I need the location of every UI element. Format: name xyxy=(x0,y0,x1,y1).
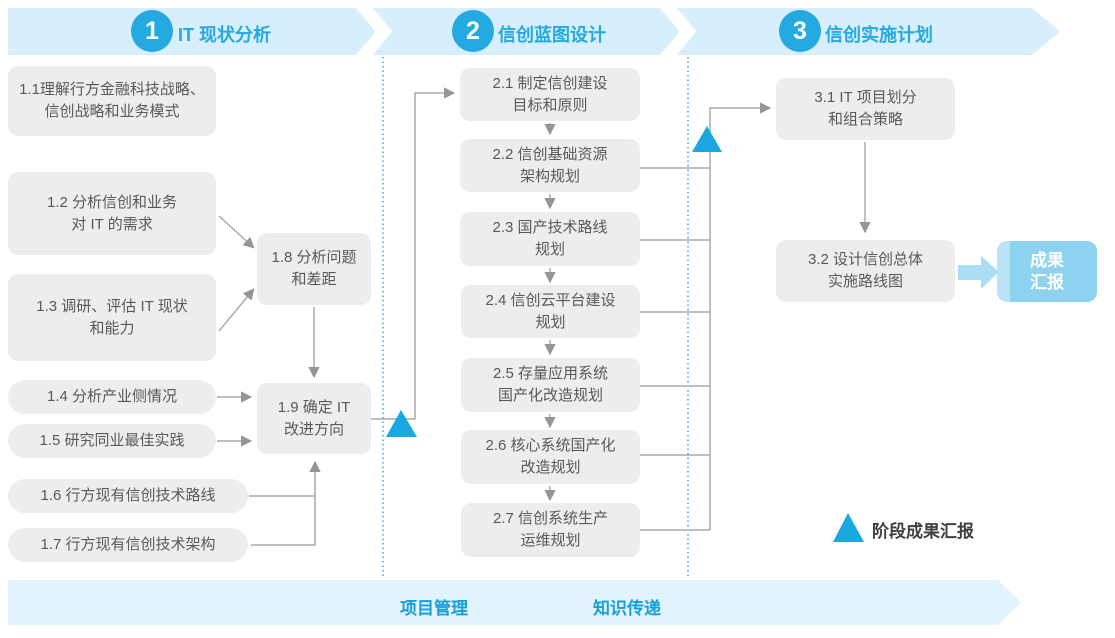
step-box-1-2: 1.2 分析信创和业务 对 IT 的需求 xyxy=(8,172,216,255)
step-box-2-2: 2.2 信创基础资源 架构规划 xyxy=(460,139,640,192)
deliverable-box: 成果 汇报 xyxy=(997,241,1097,302)
phase-report-triangle-icon xyxy=(692,126,722,152)
connector-group xyxy=(217,87,871,546)
phase-3-title: 信创实施计划 xyxy=(825,25,933,45)
bottom-banner xyxy=(8,580,1021,625)
step-box-3-2: 3.2 设计信创总体 实施路线图 xyxy=(776,240,955,302)
step-box-1-8: 1.8 分析问题 和差距 xyxy=(257,233,371,305)
step-box-1-5: 1.5 研究同业最佳实践 xyxy=(8,424,216,458)
footer-label-project-management: 项目管理 xyxy=(400,599,468,618)
flow-arrow-icon xyxy=(958,256,999,289)
step-box-1-9: 1.9 确定 IT 改进方向 xyxy=(257,383,371,454)
footer-label-knowledge-transfer: 知识传递 xyxy=(593,599,661,618)
step-box-1-1: 1.1理解行方金融科技战略、 信创战略和业务模式 xyxy=(8,66,216,136)
phase-3-badge: 3 xyxy=(779,10,821,52)
phase-2-title: 信创蓝图设计 xyxy=(498,25,606,45)
banner-chevron-icon xyxy=(355,0,393,65)
step-box-2-3: 2.3 国产技术路线 规划 xyxy=(460,212,640,266)
step-box-2-7: 2.7 信创系统生产 运维规划 xyxy=(461,503,640,557)
step-box-2-5: 2.5 存量应用系统 国产化改造规划 xyxy=(461,358,640,412)
phase-1-badge: 1 xyxy=(131,10,173,52)
connector-1-9-to-2-1 xyxy=(371,87,456,420)
connector-1-7-to-1-9 xyxy=(251,460,321,546)
phase-report-triangle-icon xyxy=(386,410,417,437)
step-box-1-4: 1.4 分析产业侧情况 xyxy=(8,380,216,414)
step-box-1-6: 1.6 行方现有信创技术路线 xyxy=(8,479,248,513)
legend-triangle-icon xyxy=(833,513,864,542)
step-box-2-6: 2.6 核心系统国产化 改造规划 xyxy=(461,430,640,484)
step-box-2-4: 2.4 信创云平台建设 规划 xyxy=(461,285,640,338)
connector-1-3-to-1-8 xyxy=(218,288,255,332)
legend-label: 阶段成果汇报 xyxy=(872,522,974,541)
phase-1-title: IT 现状分析 xyxy=(178,25,271,45)
step-box-1-3: 1.3 调研、评估 IT 现状 和能力 xyxy=(8,274,216,361)
connector-1-2-to-1-8 xyxy=(218,215,255,249)
connector-collector-to-3-1 xyxy=(709,102,772,530)
step-box-3-1: 3.1 IT 项目划分 和组合策略 xyxy=(776,78,955,140)
step-box-1-7: 1.7 行方现有信创技术架构 xyxy=(8,528,248,562)
step-box-2-1: 2.1 制定信创建设 目标和原则 xyxy=(460,68,640,121)
phase-2-badge: 2 xyxy=(452,10,494,52)
banner-chevron-icon xyxy=(659,0,697,65)
